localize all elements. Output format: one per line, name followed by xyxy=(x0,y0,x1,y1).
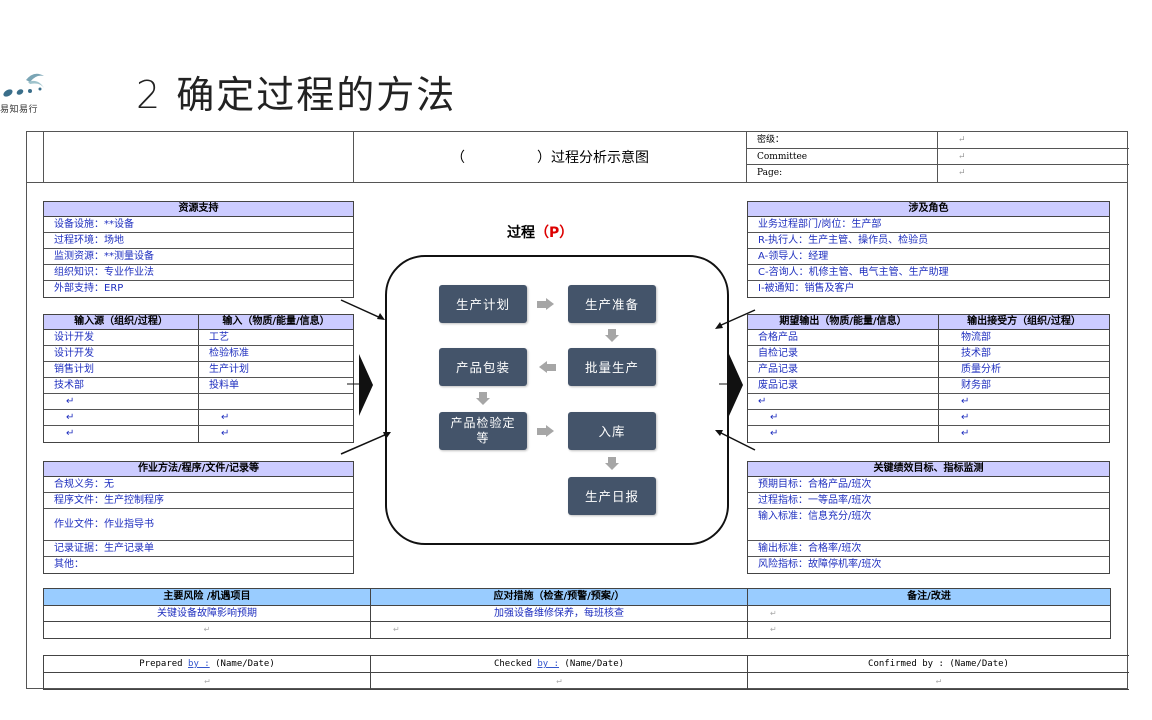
resources-box: 资源支持 设备设施：**设备 过程环境：场地 监测资源：**测量设备 组织知识：… xyxy=(43,201,354,298)
signoff-values: ↵ ↵ ↵ xyxy=(44,673,1129,690)
arrow-down-icon xyxy=(605,463,619,470)
step-production-prep: 生产准备 xyxy=(568,285,656,323)
output-row: ↵↵ xyxy=(748,410,1109,426)
input-row: ↵↵ xyxy=(44,410,353,426)
output-flow-arrow-icon xyxy=(729,354,743,416)
process-frame xyxy=(385,255,729,545)
arrow-right-icon xyxy=(546,298,554,310)
method-row: 其他： xyxy=(54,559,84,570)
signoff-labels: Prepared by : (Name/Date) Checked by : (… xyxy=(44,656,1129,673)
kpi-row: 过程指标：一等品率/班次 xyxy=(748,493,1109,509)
roles-box: 涉及角色 业务过程部门/岗位：生产部 R-执行人：生产主管、操作员、检验员 A-… xyxy=(747,201,1110,298)
role-row: 业务过程部门/岗位：生产部 xyxy=(748,217,1109,233)
output-row: 废品记录财务部 xyxy=(748,378,1109,394)
input-row: 设计开发工艺 xyxy=(44,330,353,346)
arrow-right-icon xyxy=(537,301,546,308)
arrow-left-icon xyxy=(547,364,556,371)
arrow-down-icon xyxy=(608,457,616,463)
kpi-row: 输入标准：信息充分/班次 xyxy=(748,509,1109,541)
method-row: 合规义务：无 xyxy=(44,477,353,493)
output-row: ↵↵ xyxy=(748,394,1109,410)
step-daily-report: 生产日报 xyxy=(568,477,656,515)
arrow-down-icon xyxy=(605,335,619,342)
resource-row: 设备设施：**设备 xyxy=(44,217,353,233)
methods-title: 作业方法/程序/文件/记录等 xyxy=(44,462,353,477)
resources-title: 资源支持 xyxy=(44,202,353,217)
arrow-right-icon xyxy=(537,428,546,435)
slide-title: 2 确定过程的方法 xyxy=(136,73,457,117)
arrow-down-icon xyxy=(608,329,616,335)
meta-row: Committee ↵ xyxy=(747,148,1129,166)
kpi-row: 输出标准：合格率/班次 xyxy=(748,541,1109,557)
method-row: 记录证据：生产记录单 xyxy=(44,541,353,557)
input-row: 技术部投料单 xyxy=(44,378,353,394)
risk-table: 主要风险 /机遇项目 应对措施（检查/预警/预案/） 备注/改进 关键设备故障影… xyxy=(43,588,1111,639)
step-warehousing: 入库 xyxy=(568,412,656,450)
process-analysis-sheet: （ ）过程分析示意图 密级： ↵ Committee ↵ Page: ↵ 资源支… xyxy=(26,131,1129,690)
logo-text: 易知易行 xyxy=(0,105,39,115)
arrow-down-icon xyxy=(479,392,487,398)
resource-row: 监测资源：**测量设备 xyxy=(44,249,353,265)
arrow-left-icon xyxy=(539,361,547,373)
inputs-box: 输入源（组织/过程） 输入（物质/能量/信息） 设计开发工艺 设计开发检验标准 … xyxy=(43,314,354,443)
input-row: 销售计划生产计划 xyxy=(44,362,353,378)
risk-row: ↵ ↵ ↵ xyxy=(44,622,1110,638)
step-mass-production: 批量生产 xyxy=(568,348,656,386)
confirmed-by: Confirmed by : (Name/Date) xyxy=(868,659,1009,669)
outputs-box: 期望输出（物质/能量/信息） 输出接受方（组织/过程） 合格产品物流部 自检记录… xyxy=(747,314,1110,443)
meta-row: Page: ↵ xyxy=(747,165,1129,182)
output-row: 产品记录质量分析 xyxy=(748,362,1109,378)
risk-table-header: 主要风险 /机遇项目 应对措施（检查/预警/预案/） 备注/改进 xyxy=(44,589,1110,606)
risk-row: 关键设备故障影响预期 加强设备维修保养，每班核查 ↵ xyxy=(44,606,1110,622)
arrow-right-icon xyxy=(546,425,554,437)
resource-row: 过程环境：场地 xyxy=(44,233,353,249)
divider xyxy=(43,132,44,182)
prepared-by: Prepared by : (Name/Date) xyxy=(44,656,371,672)
meta-row: 密级： ↵ xyxy=(747,132,1129,149)
output-row: ↵↵ xyxy=(748,426,1109,442)
kpi-box: 关键绩效目标、指标监测 预期目标：合格产品/班次 过程指标：一等品率/班次 输入… xyxy=(747,461,1110,574)
role-row: A-领导人：经理 xyxy=(748,249,1109,265)
input-row: 设计开发检验标准 xyxy=(44,346,353,362)
kpi-row: 预期目标：合格产品/班次 xyxy=(748,477,1109,493)
inputs-header: 输入源（组织/过程） 输入（物质/能量/信息） xyxy=(44,315,353,330)
input-row: ↵ xyxy=(44,394,353,410)
method-row: 程序文件：生产控制程序 xyxy=(44,493,353,509)
input-row: ↵↵ xyxy=(44,426,353,442)
step-production-plan: 生产计划 xyxy=(439,285,527,323)
sheet-title: （ ）过程分析示意图 xyxy=(353,132,747,182)
sheet-meta: 密级： ↵ Committee ↵ Page: ↵ xyxy=(747,132,1129,182)
arrow-down-icon xyxy=(476,398,490,405)
outputs-header: 期望输出（物质/能量/信息） 输出接受方（组织/过程） xyxy=(748,315,1109,330)
output-row: 合格产品物流部 xyxy=(748,330,1109,346)
roles-title: 涉及角色 xyxy=(748,202,1109,217)
process-title: 过程（P） xyxy=(507,225,574,241)
role-row: C-咨询人：机修主管、电气主管、生产助理 xyxy=(748,265,1109,281)
divider xyxy=(27,182,1127,183)
kpi-title: 关键绩效目标、指标监测 xyxy=(748,462,1109,477)
resource-row: 组织知识：专业作业法 xyxy=(44,265,353,281)
input-flow-arrow-icon xyxy=(359,354,373,416)
brand-logo-icon xyxy=(3,73,44,97)
role-row: R-执行人：生产主管、操作员、检验员 xyxy=(748,233,1109,249)
output-row: 自检记录技术部 xyxy=(748,346,1109,362)
step-packaging: 产品包装 xyxy=(439,348,527,386)
method-row: 作业文件：作业指导书 xyxy=(44,509,353,541)
resource-row: 外部支持：ERP xyxy=(54,283,124,294)
kpi-row: 风险指标：故障停机率/班次 xyxy=(758,559,882,570)
checked-by: Checked by : (Name/Date) xyxy=(371,656,748,672)
signoff-table: Prepared by : (Name/Date) Checked by : (… xyxy=(43,655,1129,690)
step-inspection: 产品检验定等 xyxy=(439,412,527,450)
methods-box: 作业方法/程序/文件/记录等 合规义务：无 程序文件：生产控制程序 作业文件：作… xyxy=(43,461,354,574)
role-row: I-被通知：销售及客户 xyxy=(758,283,855,294)
